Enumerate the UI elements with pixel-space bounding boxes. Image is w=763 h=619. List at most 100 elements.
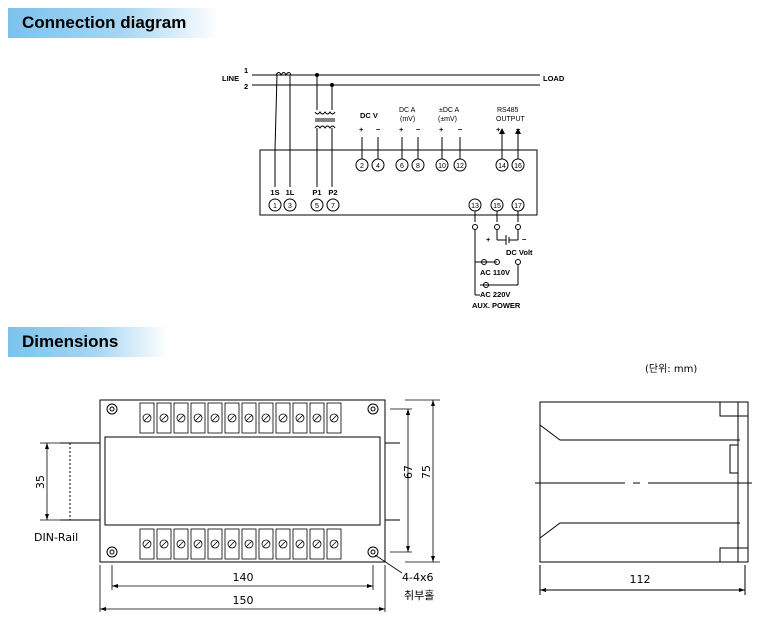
plus-sign: +: [439, 125, 444, 134]
terminal-10: 10: [435, 158, 449, 172]
minus-sign: −: [416, 125, 421, 134]
terminal-label-1s: 1S: [270, 188, 279, 197]
dc-volt-label: DC Volt: [506, 248, 533, 257]
terminal-block-bottom: [139, 528, 342, 560]
screw-slot: [296, 540, 304, 548]
terminal-8: 8: [411, 158, 425, 172]
terminal-7: 7: [326, 198, 340, 212]
pm-dca-label: ±DC A: [439, 107, 460, 114]
bottom-terminals: 1S 1L P1 P2 1 3 5 7: [268, 188, 340, 212]
screw-slot: [177, 414, 185, 422]
front-dimension-lines: [40, 399, 440, 612]
minus-sign: −: [516, 125, 521, 134]
screw-slot: [194, 414, 202, 422]
dimensions-heading: Dimensions: [8, 327, 168, 357]
svg-text:16: 16: [514, 163, 522, 170]
terminal-label-1l: 1L: [286, 188, 295, 197]
mount-holes-kr-label: 취부홀: [404, 589, 434, 602]
screw-slot: [330, 540, 338, 548]
svg-text:13: 13: [471, 203, 479, 210]
svg-text:7: 7: [331, 203, 335, 210]
pm-mv-label: (±mV): [438, 116, 457, 123]
svg-text:6: 6: [400, 163, 404, 170]
load-label: LOAD: [543, 74, 565, 83]
output-label: OUTPUT: [496, 116, 526, 123]
height-35: 35: [34, 475, 47, 489]
screw-slot: [143, 414, 151, 422]
screw-slot: [160, 414, 168, 422]
output-arrows: [499, 128, 521, 134]
screw-slot: [262, 540, 270, 548]
terminal-14: 14: [495, 158, 509, 172]
screw-slot: [211, 414, 219, 422]
plus-sign: +: [399, 125, 404, 134]
line-label: LINE: [222, 74, 239, 83]
terminal-label-p1: P1: [312, 188, 321, 197]
terminal-block-top: [139, 402, 342, 434]
line-number-2: 2: [244, 82, 248, 91]
unit-note: (단위: mm): [645, 362, 697, 375]
height-67: 67: [402, 465, 415, 479]
connection-diagram-heading: Connection diagram: [8, 8, 218, 38]
terminal-5: 5: [310, 198, 324, 212]
screw-slot: [177, 540, 185, 548]
plus-sign: +: [496, 125, 501, 134]
terminal-3: 3: [283, 198, 297, 212]
svg-text:2: 2: [360, 163, 364, 170]
terminal-4: 4: [371, 158, 385, 172]
line-number-1: 1: [244, 66, 248, 75]
svg-text:17: 17: [514, 203, 522, 210]
svg-text:5: 5: [315, 203, 319, 210]
ac110-label: AC 110V: [480, 268, 510, 277]
plus-sign: +: [359, 125, 364, 134]
screw-slot: [245, 414, 253, 422]
ac220-label: AC 220V: [480, 290, 510, 299]
screw-slot: [143, 540, 151, 548]
terminal-16: 16: [511, 158, 525, 172]
plus-sign: +: [486, 235, 491, 244]
minus-sign: −: [458, 125, 463, 134]
terminal-12: 12: [453, 158, 467, 172]
dimension-arrowheads: [45, 400, 435, 611]
screw-slot: [330, 414, 338, 422]
terminal-6: 6: [395, 158, 409, 172]
height-75: 75: [420, 465, 433, 479]
terminal-17: 17: [511, 198, 525, 212]
svg-text:8: 8: [416, 163, 420, 170]
dca-mv-label: (mV): [400, 116, 415, 123]
aux-terminals: 13 15 17: [468, 198, 525, 212]
svg-text:12: 12: [456, 163, 464, 170]
front-view: [60, 399, 400, 563]
screw-slot: [313, 540, 321, 548]
screw-slot: [160, 540, 168, 548]
dca-label: DC A: [399, 107, 416, 114]
mount-holes-label: 4-4x6: [402, 571, 433, 584]
width-150: 150: [233, 594, 254, 607]
top-terminals: 2 4 6 8 10 12 14 16: [355, 158, 525, 172]
svg-text:10: 10: [438, 163, 446, 170]
svg-text:3: 3: [288, 203, 292, 210]
minus-sign: −: [522, 235, 527, 244]
svg-text:1: 1: [273, 203, 277, 210]
terminal-1: 1: [268, 198, 282, 212]
screw-slot: [228, 540, 236, 548]
screw-slot: [313, 414, 321, 422]
screw-slot: [279, 414, 287, 422]
terminal-13: 13: [468, 198, 482, 212]
screw-slot: [211, 540, 219, 548]
terminal-label-p2: P2: [328, 188, 337, 197]
screw-slot: [262, 414, 270, 422]
aux-power-label: AUX. POWER: [472, 301, 521, 310]
svg-text:15: 15: [493, 203, 501, 210]
connection-diagram: [252, 72, 540, 296]
rs485-label: RS485: [497, 107, 519, 114]
screw-slot: [245, 540, 253, 548]
screw-slot: [279, 540, 287, 548]
terminal-2: 2: [355, 158, 369, 172]
width-140: 140: [233, 571, 254, 584]
screw-slot: [228, 414, 236, 422]
screw-slot: [194, 540, 202, 548]
side-view: [535, 401, 752, 595]
screw-slot: [296, 414, 304, 422]
